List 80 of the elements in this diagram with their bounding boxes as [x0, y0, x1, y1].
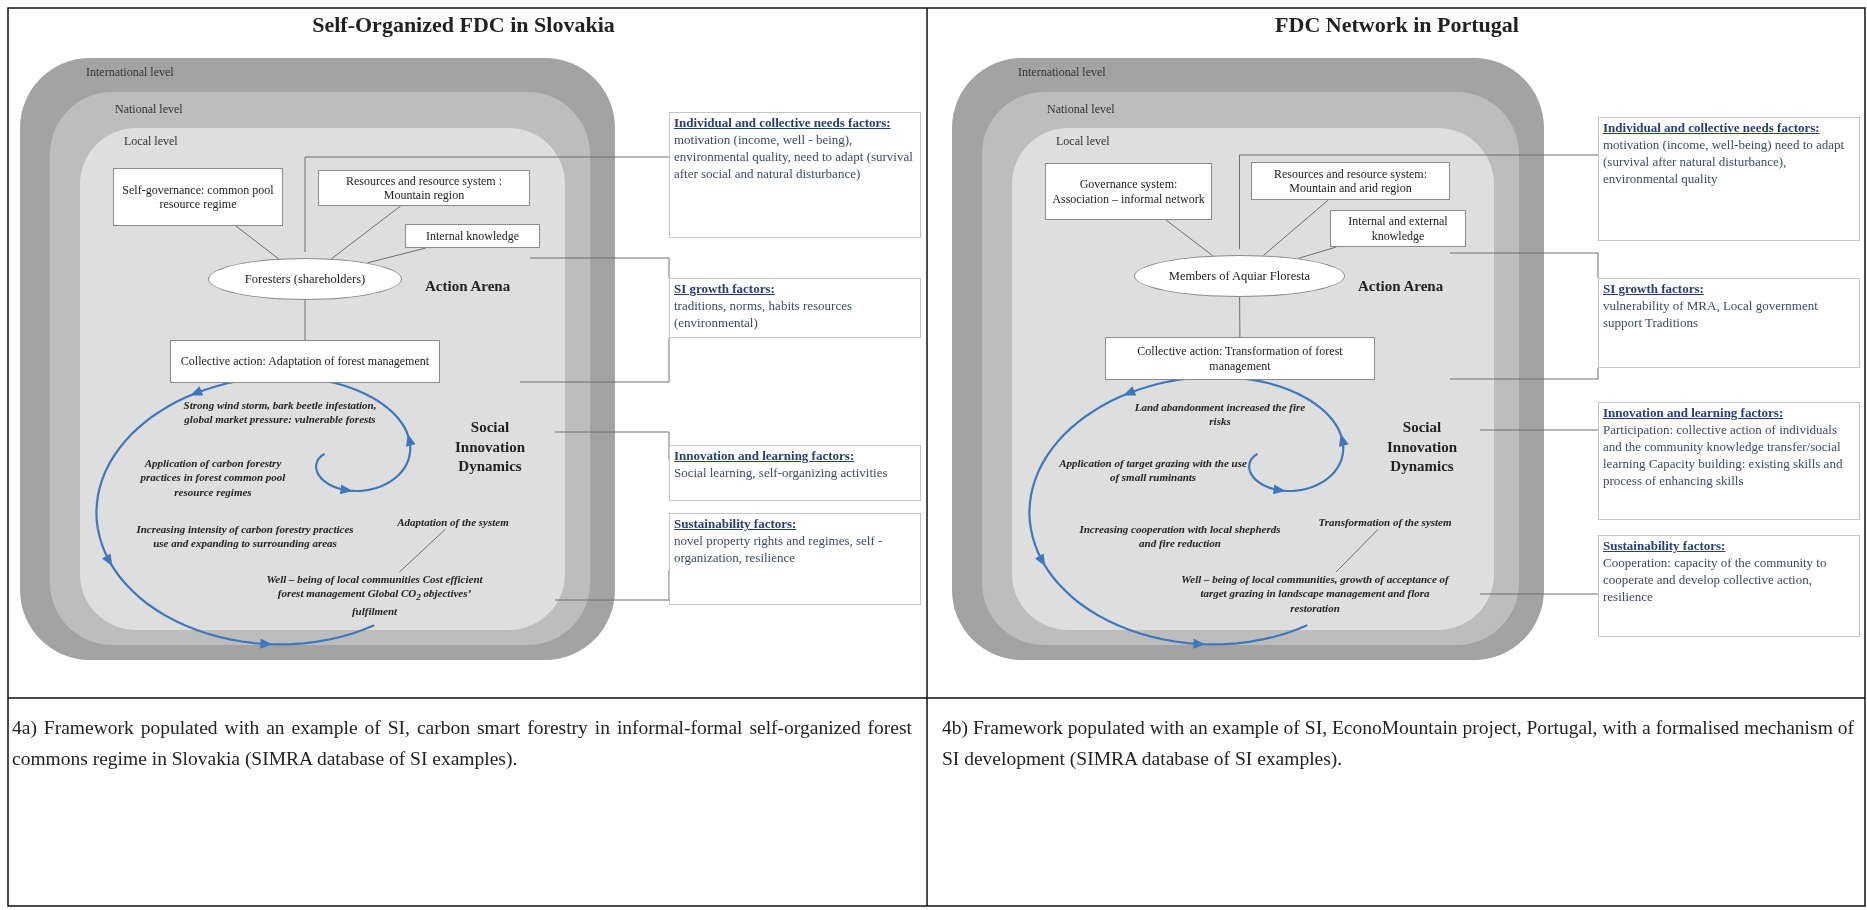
connector-line — [1239, 296, 1241, 338]
factor-box — [669, 445, 921, 501]
connector-line — [304, 299, 306, 341]
level-label: International level — [1018, 65, 1106, 80]
factor-box — [1598, 117, 1860, 241]
connector-line — [235, 225, 280, 260]
factor-text: Social learning, self-organizing activities — [674, 464, 889, 482]
column-header: FDC Network in Portugal — [1274, 12, 1520, 38]
text-box: Resources and resource system: Mountain and arid region — [1251, 162, 1450, 200]
factor-heading: Individual and collective needs factors: — [674, 115, 892, 132]
factor-box — [1598, 535, 1860, 637]
factor-heading: Sustainability factors: — [1603, 538, 1727, 555]
factor-box — [669, 278, 921, 338]
text-box: Collective action: Adaptation of forest management — [170, 340, 440, 383]
arena-title: Action Arena — [1358, 278, 1445, 295]
factor-heading: Innovation and learning factors: — [1603, 405, 1785, 422]
factor-text: traditions, norms, habits resources (environmental) — [674, 297, 853, 332]
factor-heading: Sustainability factors: — [674, 516, 798, 533]
leader-line — [1479, 593, 1599, 595]
leader-line — [304, 156, 670, 253]
factor-box — [1598, 278, 1860, 368]
factor-box — [1598, 402, 1860, 520]
text-box: Internal knowledge — [405, 224, 540, 248]
level-band — [50, 92, 590, 645]
factor-text: motivation (income, well - being), environmental quality, need to adapt (survival after social and natural disturbance) — [674, 131, 914, 183]
italic-note: Well – being of local communities Cost efficient forest management Global CO$_{2}$ objectives’ fulfilment — [262, 572, 487, 619]
factor-text: novel property rights and regimes, self - organization, resilience — [674, 532, 884, 567]
factor-heading: SI growth factors: — [674, 281, 776, 298]
leader-line — [1449, 252, 1599, 380]
dynamics-title: Social Innovation Dynamics — [1386, 418, 1458, 476]
connector-line — [399, 528, 446, 573]
spiral-note: Land abandonment increased the fire risks — [1133, 400, 1307, 429]
connector-line — [1297, 246, 1337, 259]
level-band — [952, 58, 1544, 660]
factor-box — [669, 513, 921, 605]
leader-line — [554, 569, 670, 601]
text-box: Self-governance: common pool resource regime — [113, 168, 283, 226]
figure-caption: 4a) Framework populated with an example of SI, carbon smart forestry in informal-formal self-organized forest commons regime in Slovakia (SIMRA database of SI examples). — [12, 716, 912, 772]
connector-line — [367, 247, 427, 264]
level-band — [80, 128, 565, 630]
level-label: National level — [1047, 102, 1115, 117]
factor-text: Participation: collective action of individuals and the community knowledge transfer/social learning Capacity building: existing skills and process of enhancing skills — [1603, 421, 1844, 490]
italic-note: Transformation of the system — [1300, 515, 1470, 530]
leader-line — [554, 431, 670, 461]
level-label: International level — [86, 65, 174, 80]
factor-heading: Innovation and learning factors: — [674, 448, 856, 465]
level-label: Local level — [1056, 134, 1110, 149]
factor-box — [669, 112, 921, 238]
level-label: Local level — [124, 134, 178, 149]
column-header: Self-Organized FDC in Slovakia — [311, 12, 616, 38]
leader-line — [1479, 429, 1599, 431]
dynamics-title: Social Innovation Dynamics — [454, 418, 526, 476]
factor-heading: SI growth factors: — [1603, 281, 1705, 298]
spiral-note: Increasing cooperation with local shepherds and fire reduction — [1078, 522, 1282, 551]
text-box: Resources and resource system : Mountain region — [318, 170, 530, 206]
italic-note: Well – being of local communities, growth of acceptance of target grazing in landscape management and flora restoration — [1180, 572, 1450, 615]
spiral-note: Strong wind storm, bark beetle infestation, global market pressure: vulnerable forests — [182, 398, 378, 427]
leader-line — [519, 257, 670, 383]
actor-ellipse: Foresters (shareholders) — [208, 258, 402, 300]
level-band — [982, 92, 1519, 645]
factor-text: Cooperation: capacity of the community to cooperate and develop collective action, resilience — [1603, 554, 1828, 606]
spiral-note: Application of carbon forestry practices in forest common pool resource regimes — [139, 456, 287, 499]
figure-caption: 4b) Framework populated with an example of SI, EconoMountain project, Portugal, with a formalised mechanism of SI development (SIMRA database of SI examples). — [942, 716, 1854, 772]
text-box: Internal and external knowledge — [1330, 210, 1466, 247]
level-band — [1012, 128, 1494, 630]
level-label: National level — [115, 102, 183, 117]
text-box: Collective action: Transformation of forest management — [1105, 337, 1375, 380]
connector-line — [1165, 219, 1214, 257]
connector-line — [1335, 528, 1379, 573]
arena-title: Action Arena — [425, 278, 512, 295]
leader-line — [1239, 154, 1599, 250]
italic-note: Adaptation of the system — [378, 515, 528, 530]
spiral-note: Application of target grazing with the use of small ruminants — [1058, 456, 1248, 485]
factor-text: vulnerability of MRA, Local government support Traditions — [1603, 297, 1819, 332]
factor-text: motivation (income, well-being) need to adapt (survival after natural disturbance), environmental quality — [1603, 136, 1846, 188]
spiral-note: Increasing intensity of carbon forestry practices use and expanding to surrounding areas — [135, 522, 355, 551]
actor-ellipse: Members of Aquiar Floresta — [1134, 255, 1345, 297]
text-box: Governance system: Association – informal network — [1045, 163, 1212, 220]
level-band — [20, 58, 615, 660]
factor-heading: Individual and collective needs factors: — [1603, 120, 1821, 137]
